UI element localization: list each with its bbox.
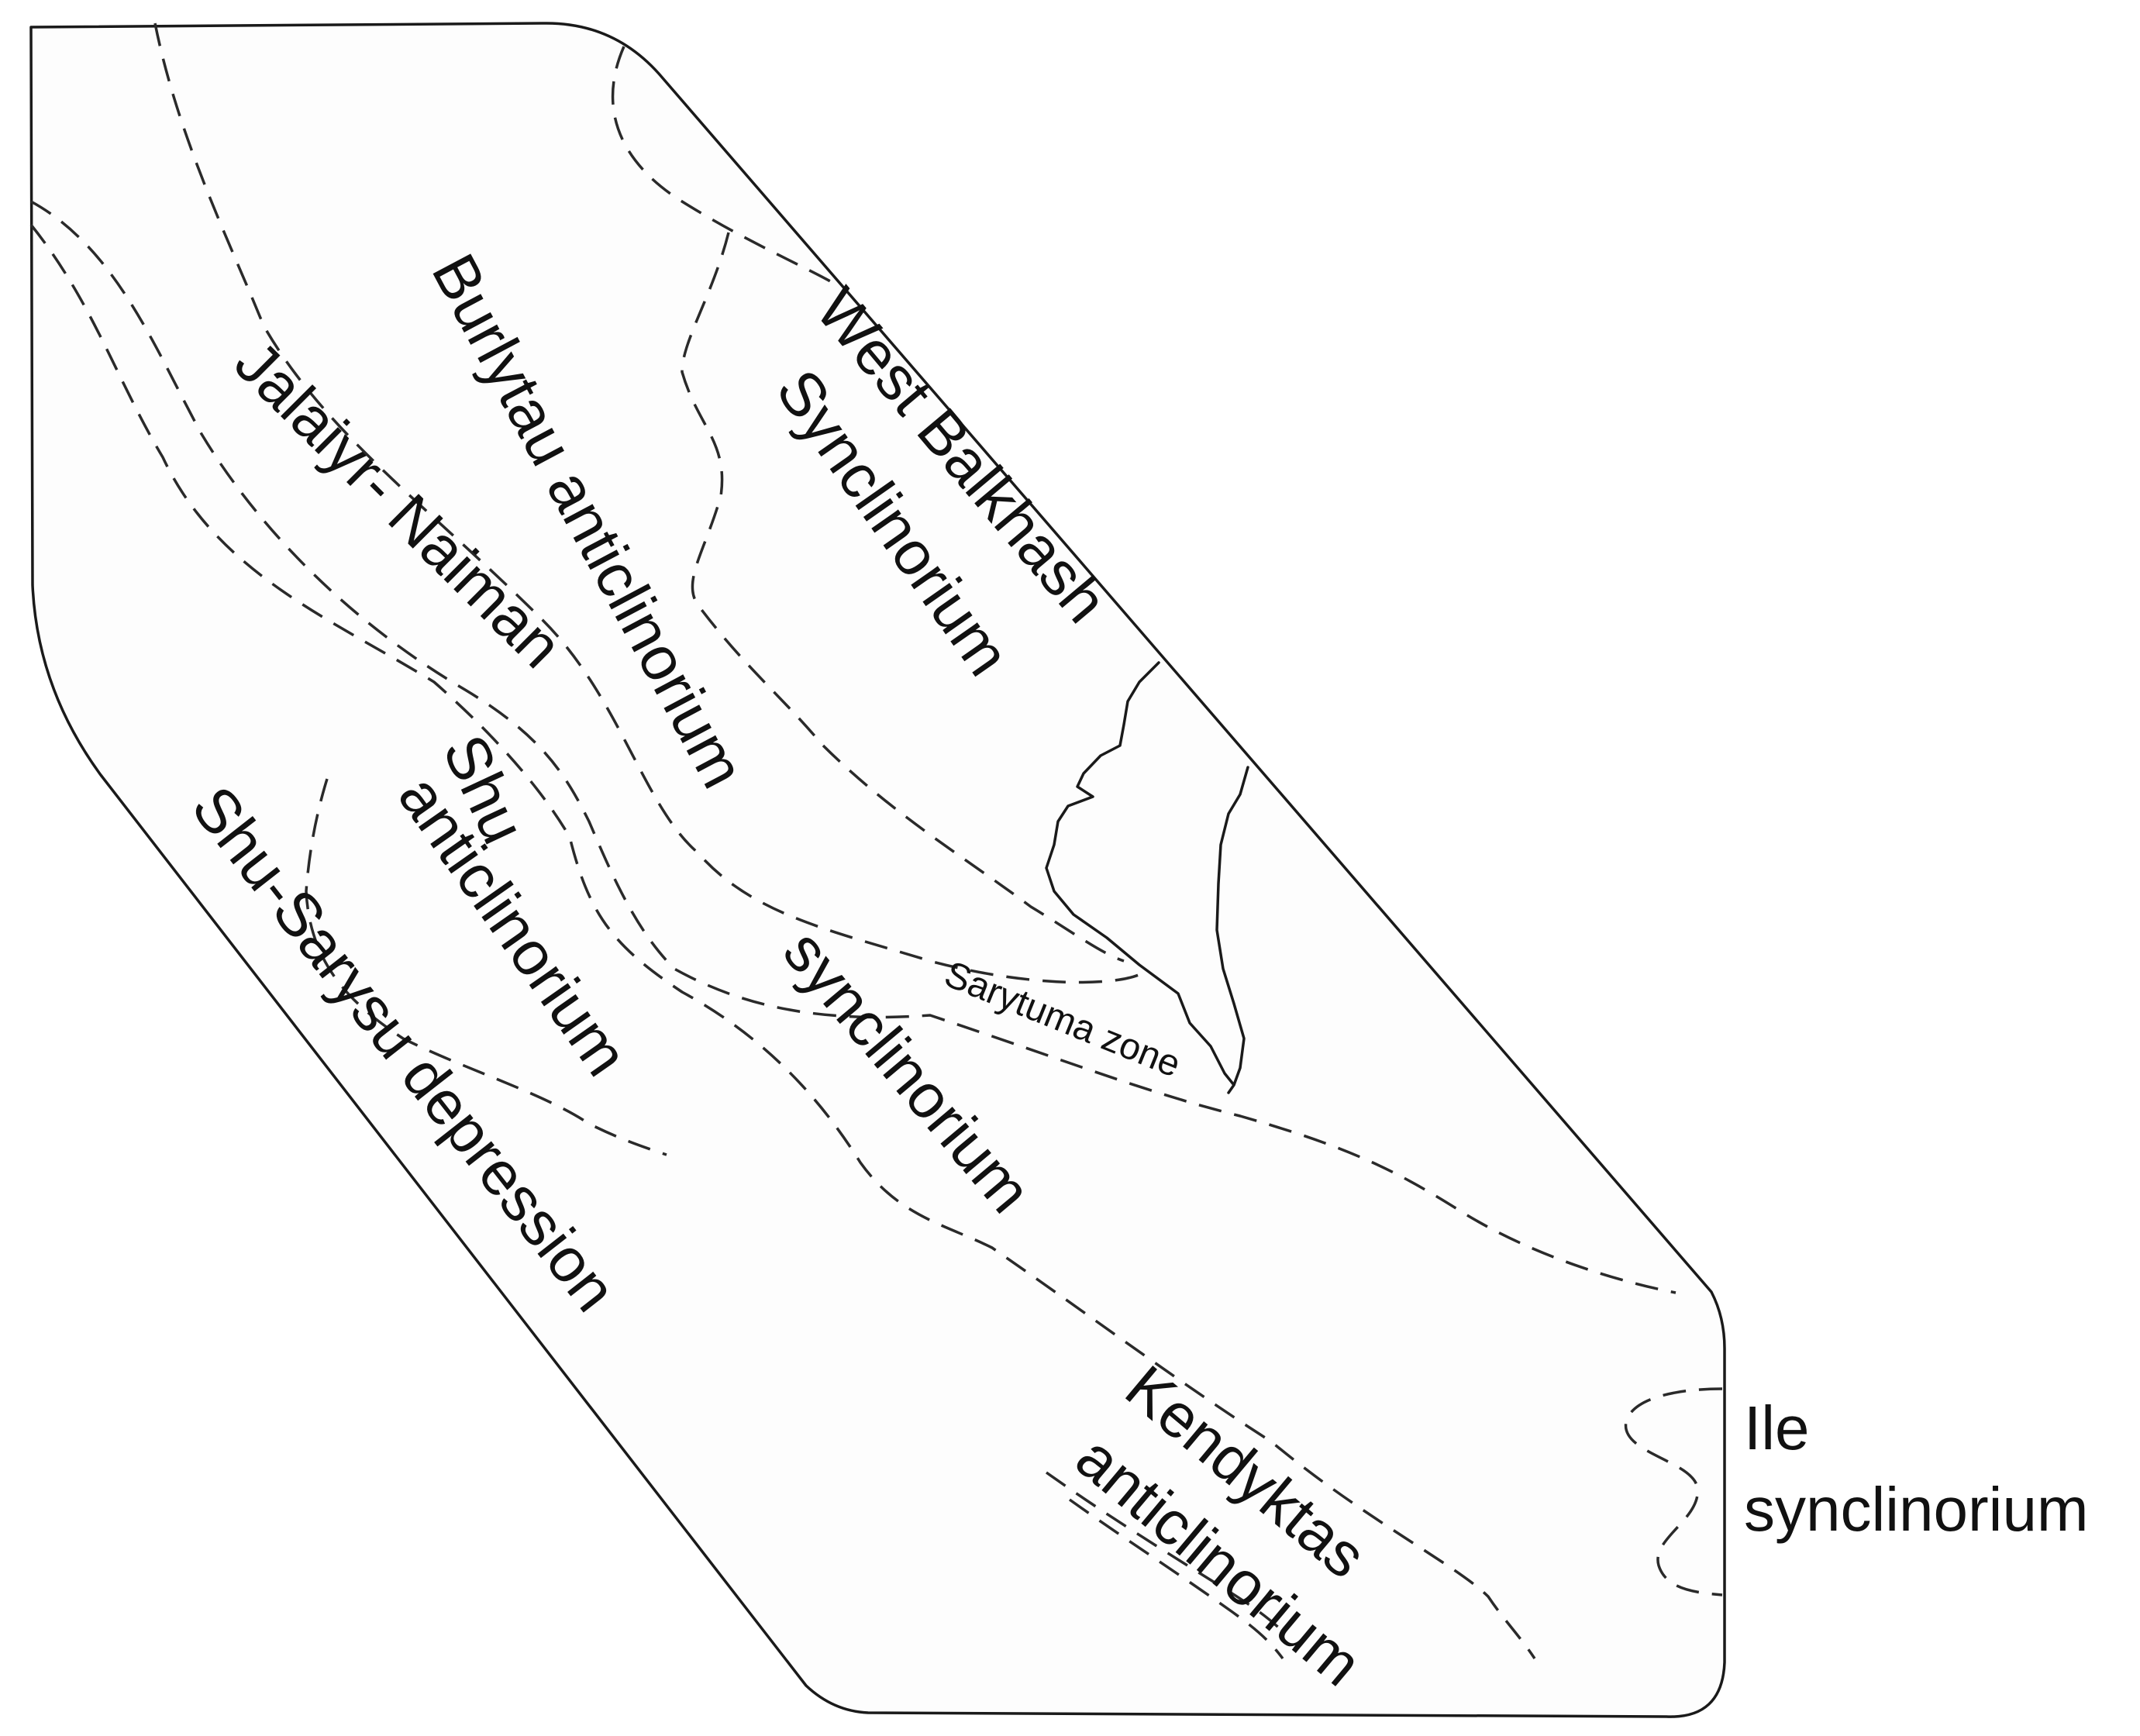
ile-boundary-line [1625,1387,1723,1596]
kendyktas-line-2 [1068,1498,1284,1660]
west-balkhash-upper-line [611,46,834,284]
ile-label-line2: synclinorium [1744,1475,2089,1544]
ile-label-line1: Ile [1744,1393,1810,1462]
kendyktas-line-1 [1045,1471,1288,1637]
west-balkhash-inner-line [681,232,1125,963]
zone-line-1 [153,22,1149,984]
shu-anticlinorium-line [305,778,667,1156]
zone-line-2 [30,200,1677,1294]
zone-line-3 [29,223,1536,1659]
lake-shoreline [1045,661,1249,1094]
map-outline [29,22,1726,1718]
